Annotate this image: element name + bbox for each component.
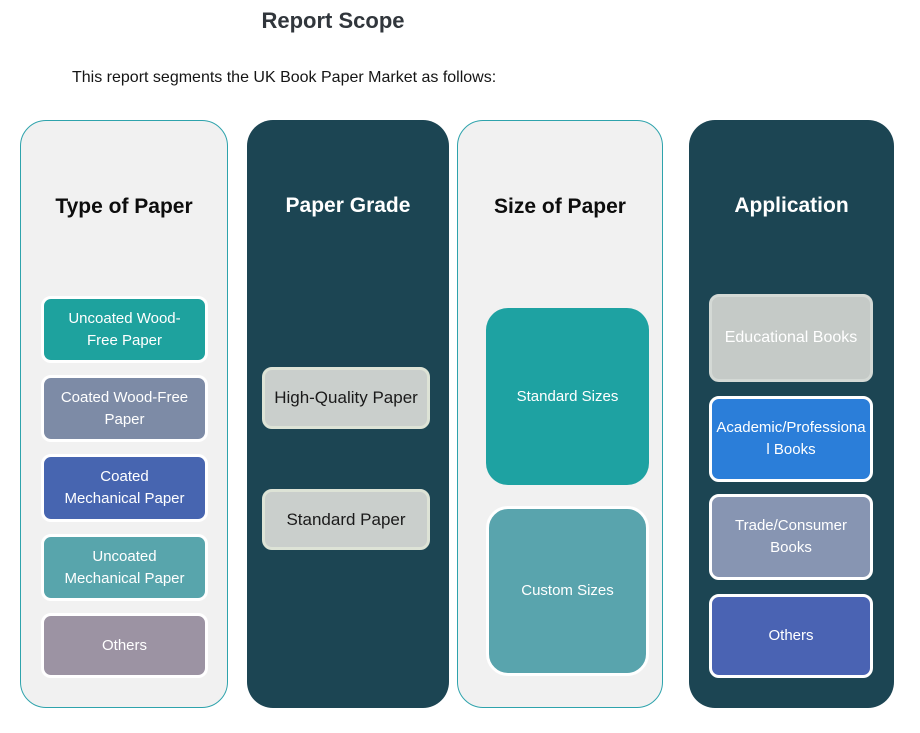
- segment-box-coated-mechanical-paper: Coated Mechanical Paper: [41, 454, 208, 522]
- column-paper-grade: Paper Grade High-Quality Paper Standard …: [247, 120, 449, 708]
- segment-box-standard-paper: Standard Paper: [262, 489, 430, 550]
- segment-box-high-quality-paper: High-Quality Paper: [262, 367, 430, 429]
- segment-box-custom-sizes: Custom Sizes: [486, 506, 649, 676]
- column-header-size-of-paper: Size of Paper: [494, 195, 626, 218]
- page-title: Report Scope: [261, 8, 405, 33]
- segment-box-educational-books: Educational Books: [709, 294, 873, 382]
- segment-box-academic-professional-books: Academic/Professional Books: [709, 396, 873, 482]
- column-header-type-of-paper: Type of Paper: [55, 195, 193, 218]
- segment-box-standard-sizes: Standard Sizes: [486, 308, 649, 485]
- segment-box-application-others: Others: [709, 594, 873, 678]
- column-type-of-paper: Type of Paper Uncoated Wood- Free Paper …: [20, 120, 228, 708]
- segment-box-uncoated-wood-free-paper: Uncoated Wood- Free Paper: [41, 296, 208, 363]
- segment-box-uncoated-mechanical-paper: Uncoated Mechanical Paper: [41, 534, 208, 601]
- segment-box-type-others: Others: [41, 613, 208, 678]
- subtitle-text: This report segments the UK Book Paper M…: [72, 69, 497, 86]
- column-size-of-paper: Size of Paper Standard Sizes Custom Size…: [457, 120, 663, 708]
- column-application: Application Educational Books Academic/P…: [689, 120, 894, 708]
- segment-box-coated-wood-free-paper: Coated Wood-Free Paper: [41, 375, 208, 442]
- segment-box-trade-consumer-books: Trade/Consumer Books: [709, 494, 873, 580]
- column-header-paper-grade: Paper Grade: [285, 194, 411, 217]
- column-header-application: Application: [734, 194, 849, 217]
